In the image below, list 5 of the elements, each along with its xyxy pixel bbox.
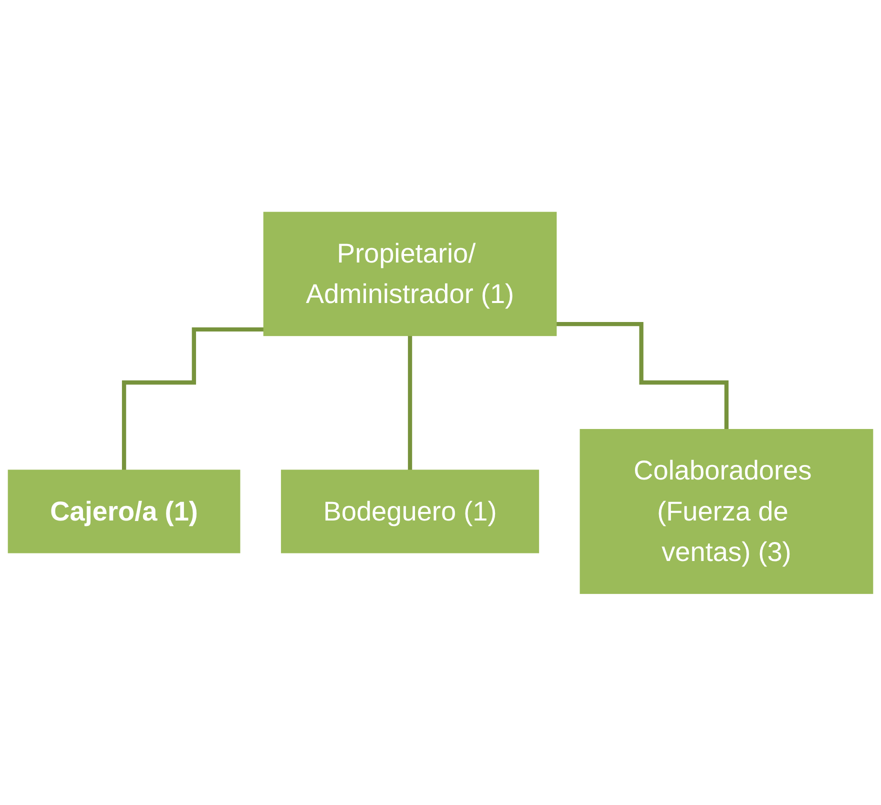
node-box xyxy=(8,469,240,553)
node-box xyxy=(263,211,557,336)
node-box xyxy=(580,428,874,594)
node-box xyxy=(280,469,540,553)
org-chart: Propietario/ Administrador (1) Cajero/a (1) Colaboradores (Fuerza de ventas) (3) Bodeguero (1) xyxy=(0,204,881,602)
